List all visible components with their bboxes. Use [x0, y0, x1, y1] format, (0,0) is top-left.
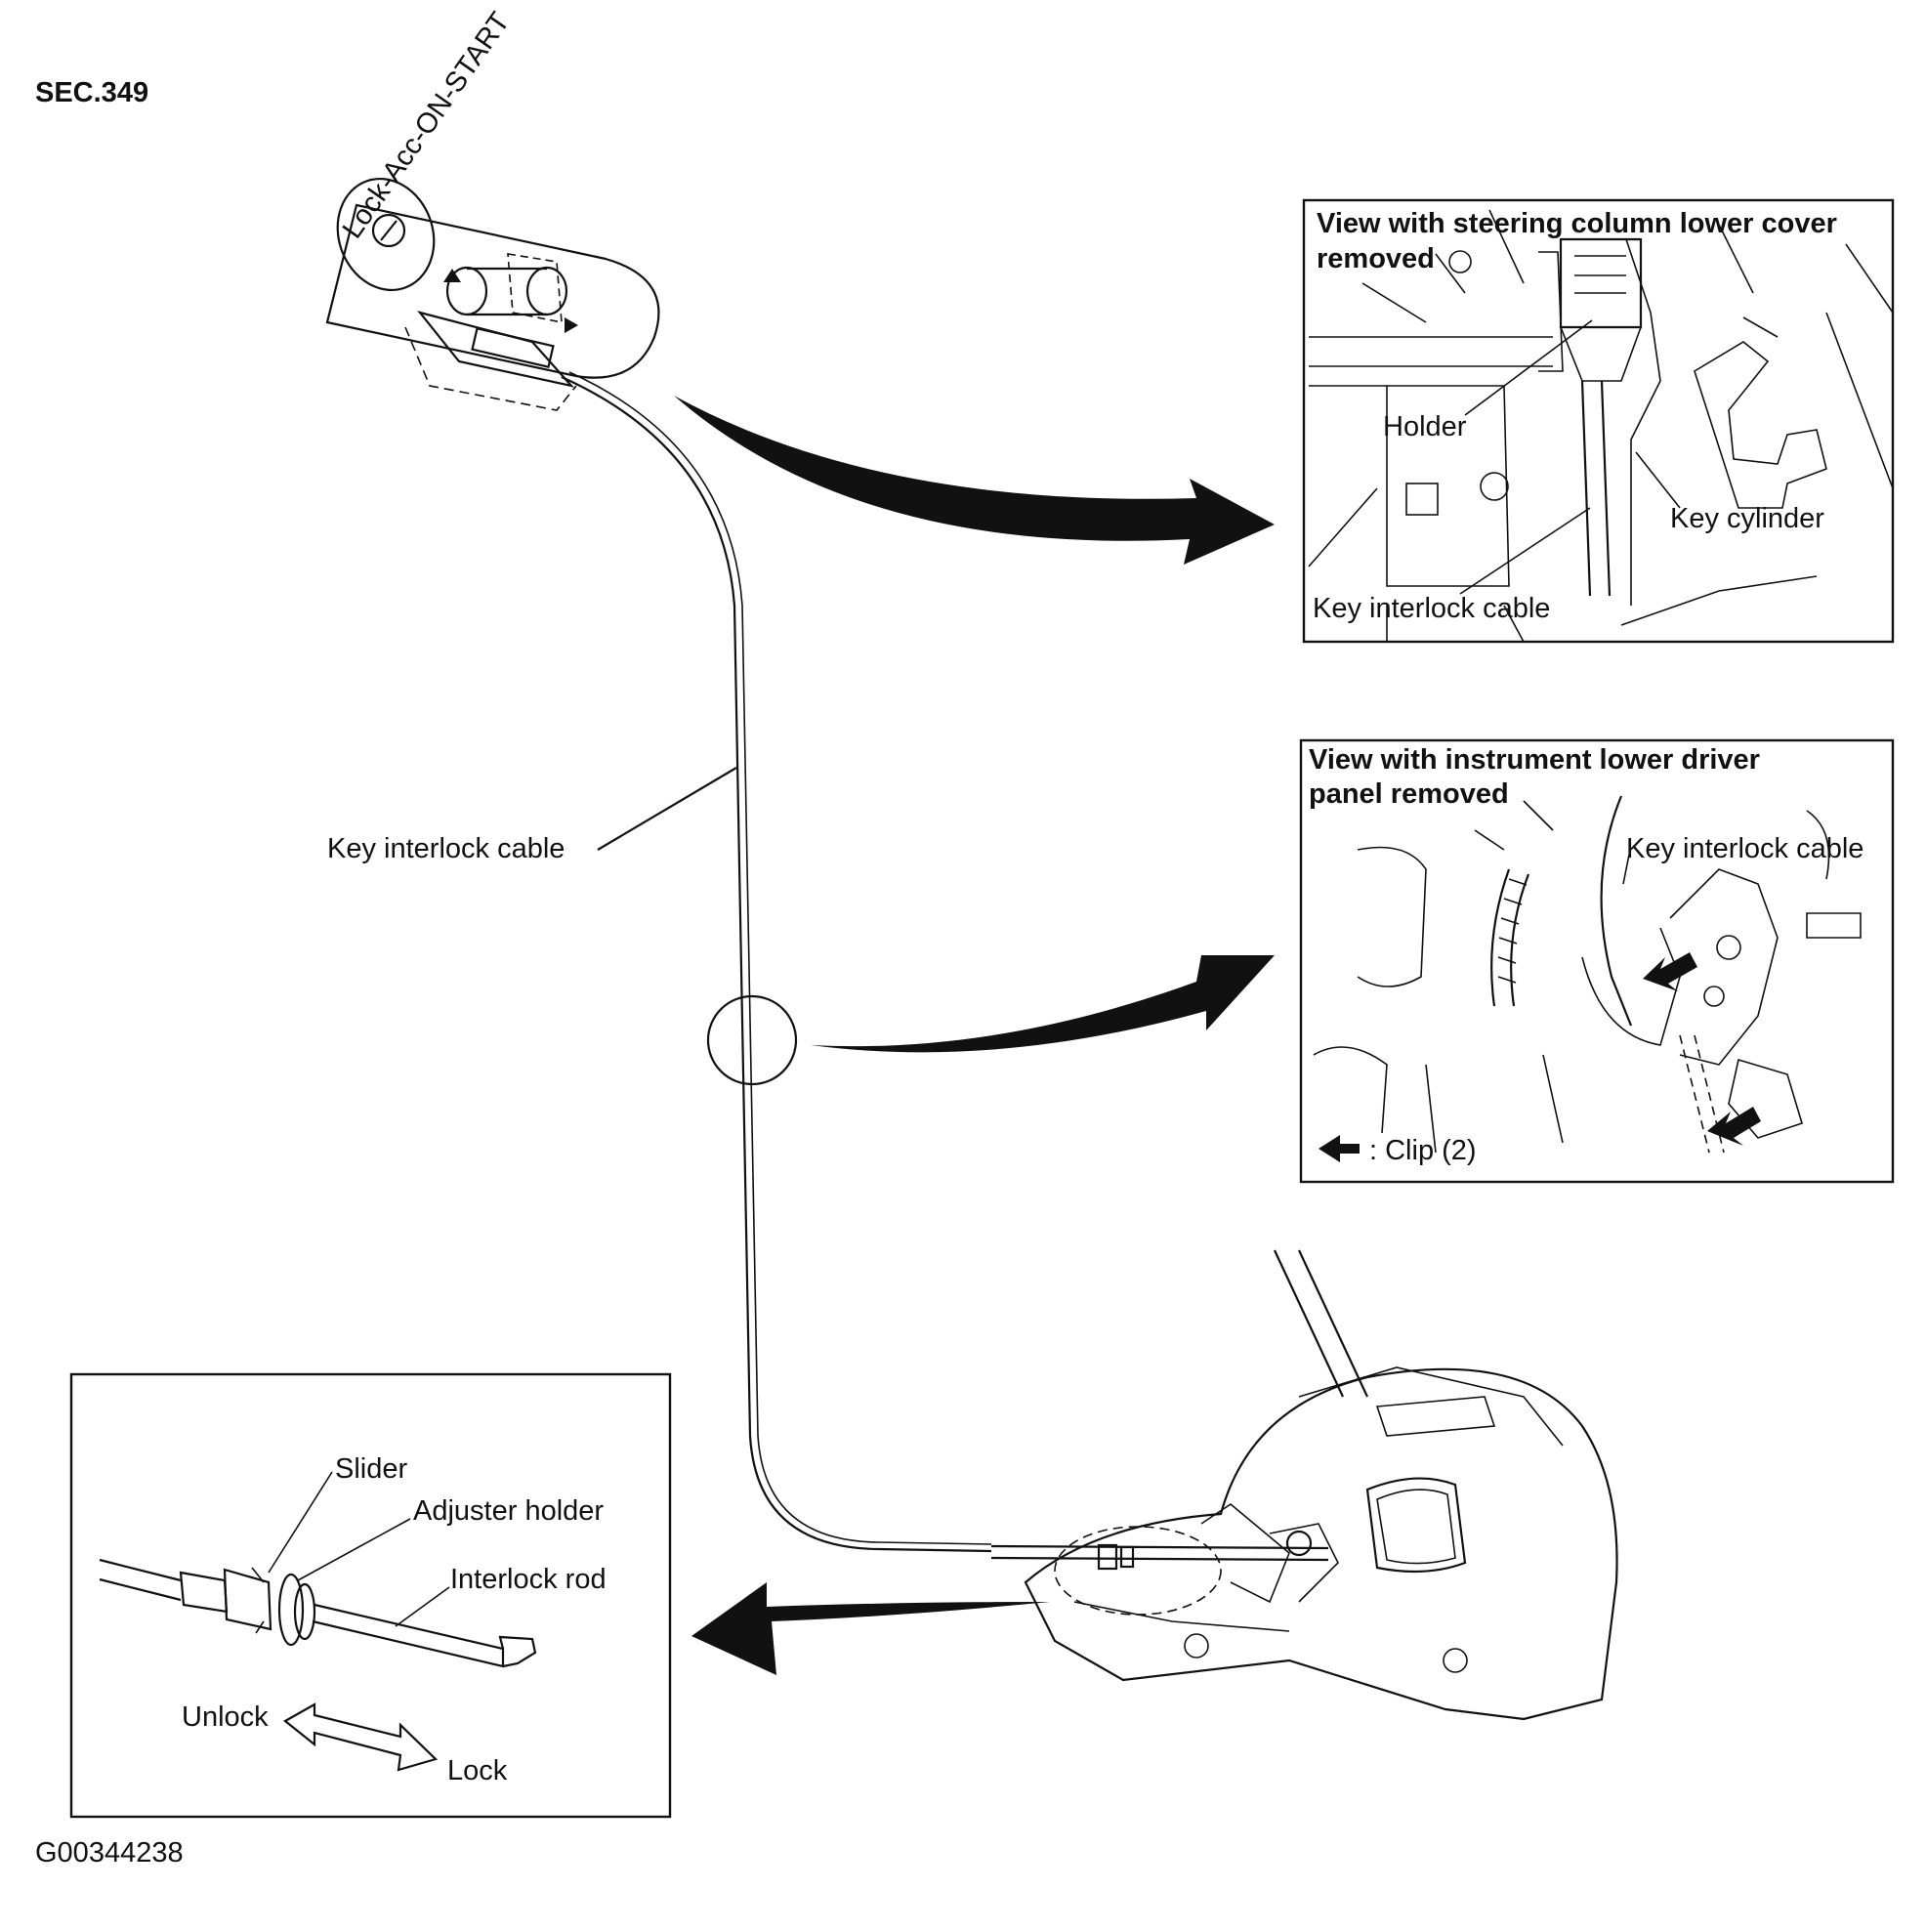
callout-arrow-detail: [691, 1582, 1050, 1675]
holder-label: Holder: [1383, 411, 1467, 442]
callout-arrow-panel: [811, 955, 1275, 1053]
steering-view-title-line1: View with steering column lower cover: [1317, 208, 1837, 239]
key-interlock-cable: [561, 375, 992, 1553]
steering-cable-label: Key interlock cable: [1313, 593, 1550, 624]
unlock-label: Unlock: [182, 1701, 269, 1733]
detail-illustration: [99, 1558, 537, 1668]
section-title: SEC.349: [35, 77, 148, 108]
steering-column-view: View with steering column lower cover re…: [1302, 198, 1895, 644]
holder-leader-line: [1464, 319, 1593, 416]
slider-leader-line: [268, 1471, 333, 1574]
shifter-assembly-icon: [990, 1249, 1618, 1721]
instrument-panel-view: View with instrument lower driver panel …: [1299, 738, 1895, 1184]
clip-arrow-icon: [1643, 952, 1697, 991]
steering-view-illustration: [1308, 209, 1894, 643]
key-cylinder-icon: Lock-Acc-ON-START: [325, 7, 660, 411]
direction-arrow-icon: [283, 1702, 439, 1772]
panel-view-title-line2: panel removed: [1309, 778, 1509, 810]
panel-view-illustration: [1313, 795, 1862, 1154]
key-cylinder-leader-line: [1635, 451, 1681, 509]
panel-cable-leader-line: [1622, 854, 1630, 885]
slider-label: Slider: [335, 1453, 407, 1485]
panel-view-title-line1: View with instrument lower driver: [1309, 744, 1760, 776]
lock-label: Lock: [447, 1755, 508, 1786]
panel-cable-label: Key interlock cable: [1626, 833, 1863, 864]
clip-location-circle: [706, 994, 798, 1086]
interlock-rod-leader-line: [395, 1586, 450, 1627]
clip-arrow-icon-2: [1707, 1107, 1761, 1146]
callout-arrow-steering: [674, 396, 1275, 565]
figure-code: G00344238: [35, 1837, 184, 1869]
steering-view-title-line2: removed: [1317, 243, 1435, 274]
interlock-rod-label: Interlock rod: [450, 1564, 607, 1595]
cable-leader-line: [597, 767, 737, 851]
cable-label: Key interlock cable: [327, 833, 565, 864]
steering-cable-leader-line: [1459, 507, 1591, 595]
adjuster-holder-leader-line: [297, 1518, 411, 1581]
key-cylinder-label: Key cylinder: [1670, 503, 1824, 534]
adjuster-holder-label: Adjuster holder: [413, 1495, 604, 1527]
clip-legend-arrow-icon: [1319, 1135, 1360, 1162]
clip-legend-text: : Clip (2): [1369, 1135, 1477, 1166]
interlock-detail-view: Slider Adjuster holder Interlock rod Unl…: [69, 1372, 672, 1819]
